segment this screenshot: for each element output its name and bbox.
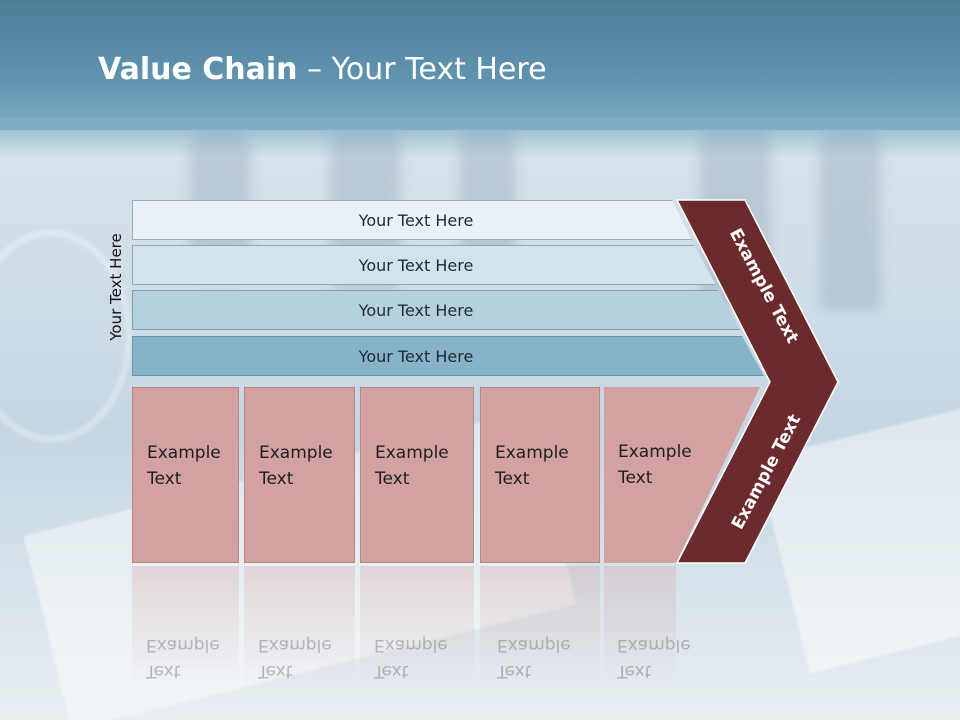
cell-2-line2: Text	[259, 469, 294, 489]
title-bold: Value Chain	[98, 52, 298, 87]
cell-5-line1: Example	[618, 442, 692, 462]
bar-3-label: Your Text Here	[358, 300, 474, 320]
cell-2-line1: Example	[259, 443, 333, 463]
slide-title: Value Chain – Your Text Here	[98, 52, 547, 87]
cell-5-line2: Text	[618, 468, 653, 488]
cell-3: Example Text	[360, 387, 474, 563]
bar-3: Your Text Here	[132, 290, 740, 330]
header-fade	[0, 118, 960, 158]
cell-2: Example Text	[244, 387, 355, 563]
title-rest: – Your Text Here	[297, 52, 547, 87]
cell-4: Example Text	[480, 387, 600, 563]
cell-3-line1: Example	[375, 443, 449, 463]
bar-2: Your Text Here	[132, 245, 716, 285]
cell-4-line2: Text	[495, 469, 530, 489]
chevron-polygon	[675, 199, 839, 564]
cell-3-line2: Text	[375, 469, 410, 489]
cell-1: Example Text	[132, 387, 239, 563]
bar-4: Your Text Here	[132, 336, 764, 376]
bar-1-label: Your Text Here	[358, 210, 474, 230]
cell-1-line1: Example	[147, 443, 221, 463]
bar-1: Your Text Here	[132, 200, 692, 240]
cell-4-line1: Example	[495, 443, 569, 463]
cell-1-line2: Text	[147, 469, 182, 489]
bar-2-label: Your Text Here	[358, 255, 474, 275]
bar-4-label: Your Text Here	[358, 346, 474, 366]
header-band	[0, 0, 960, 130]
